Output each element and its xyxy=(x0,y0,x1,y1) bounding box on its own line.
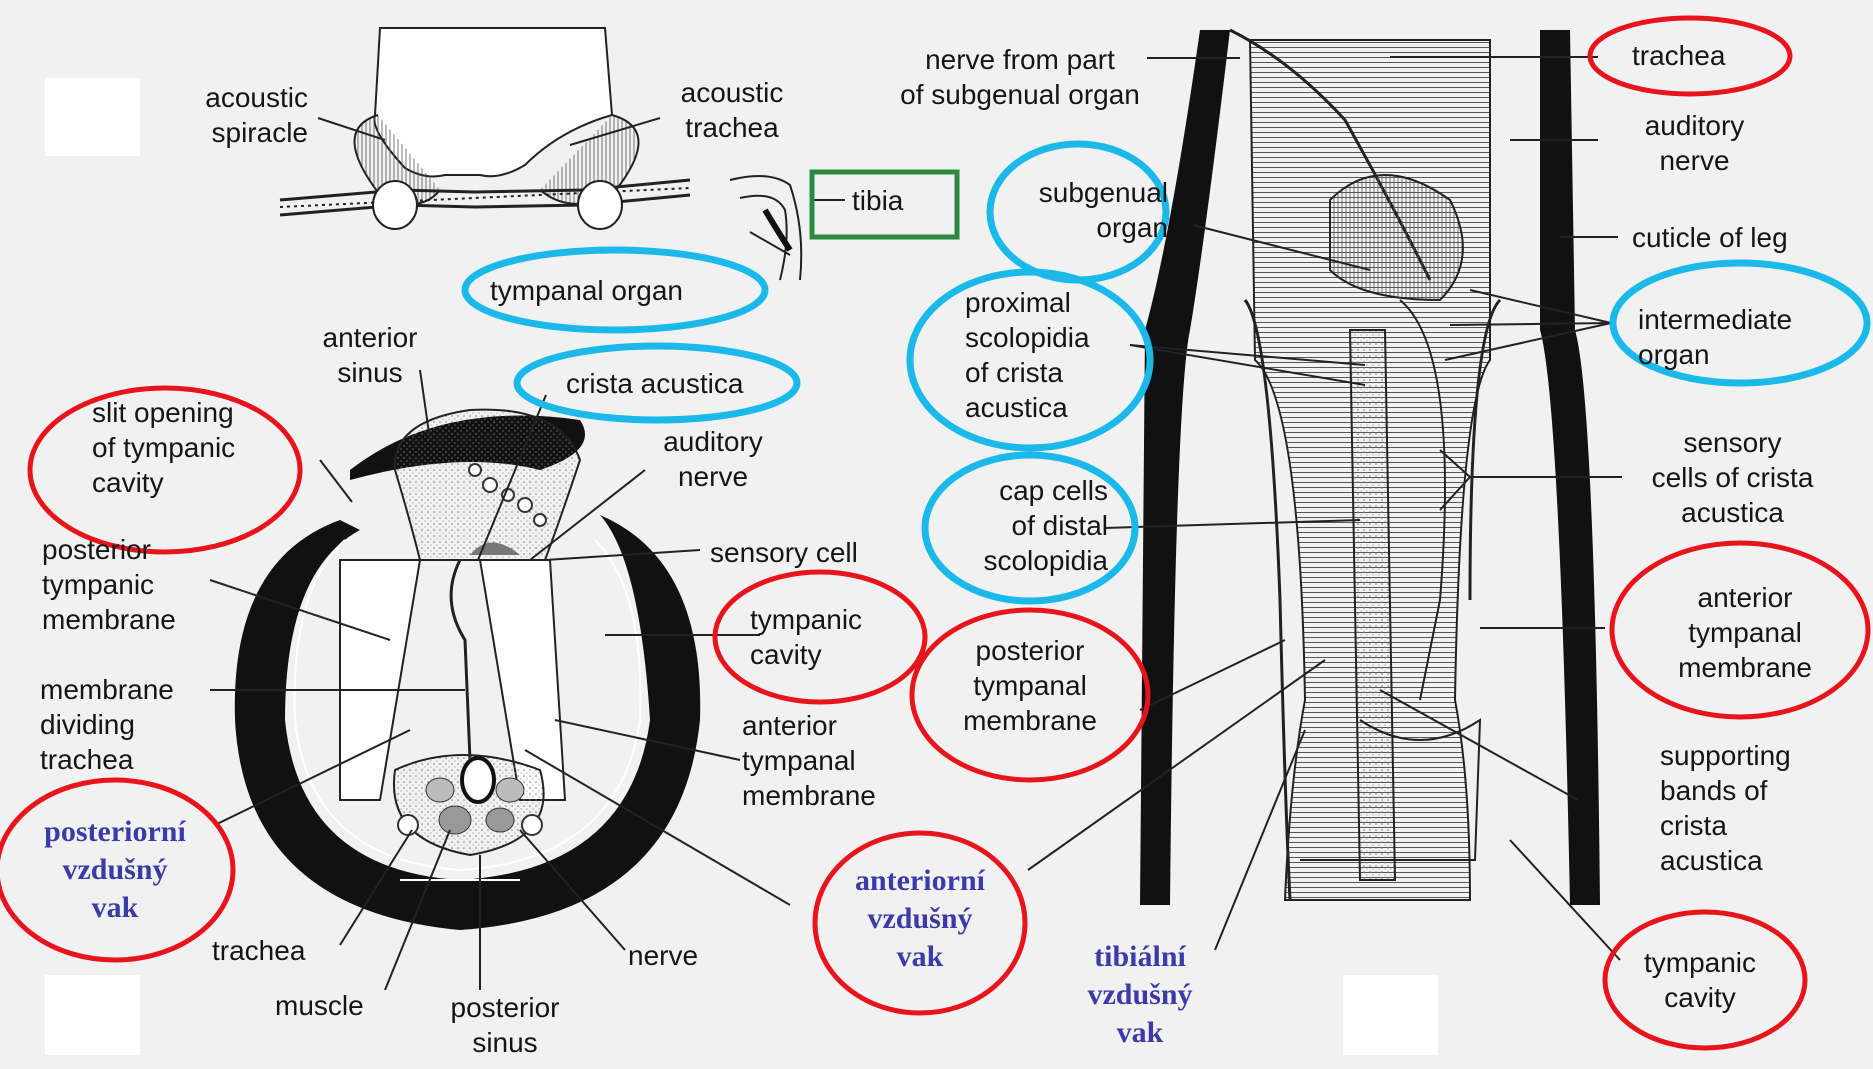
label-tympanal-organ: tympanal organ xyxy=(490,273,683,308)
label-nerve: nerve xyxy=(628,938,698,973)
label-sensory-cell: sensory cell xyxy=(710,535,858,570)
label-trachea-cross: trachea xyxy=(212,933,305,968)
cross-section-drawing xyxy=(235,410,700,930)
placeholder-box-top-left xyxy=(45,78,140,156)
label-muscle: muscle xyxy=(275,988,364,1023)
placeholder-box-bottom-left xyxy=(45,975,140,1055)
label-tibia: tibia xyxy=(852,183,903,218)
label-cuticle-of-leg: cuticle of leg xyxy=(1632,220,1788,255)
spiracle-drawing xyxy=(280,28,801,280)
label-crista-acustica: crista acustica xyxy=(566,366,743,401)
label-trachea-leg: trachea xyxy=(1632,38,1725,73)
placeholder-box-bottom-right xyxy=(1343,975,1438,1055)
